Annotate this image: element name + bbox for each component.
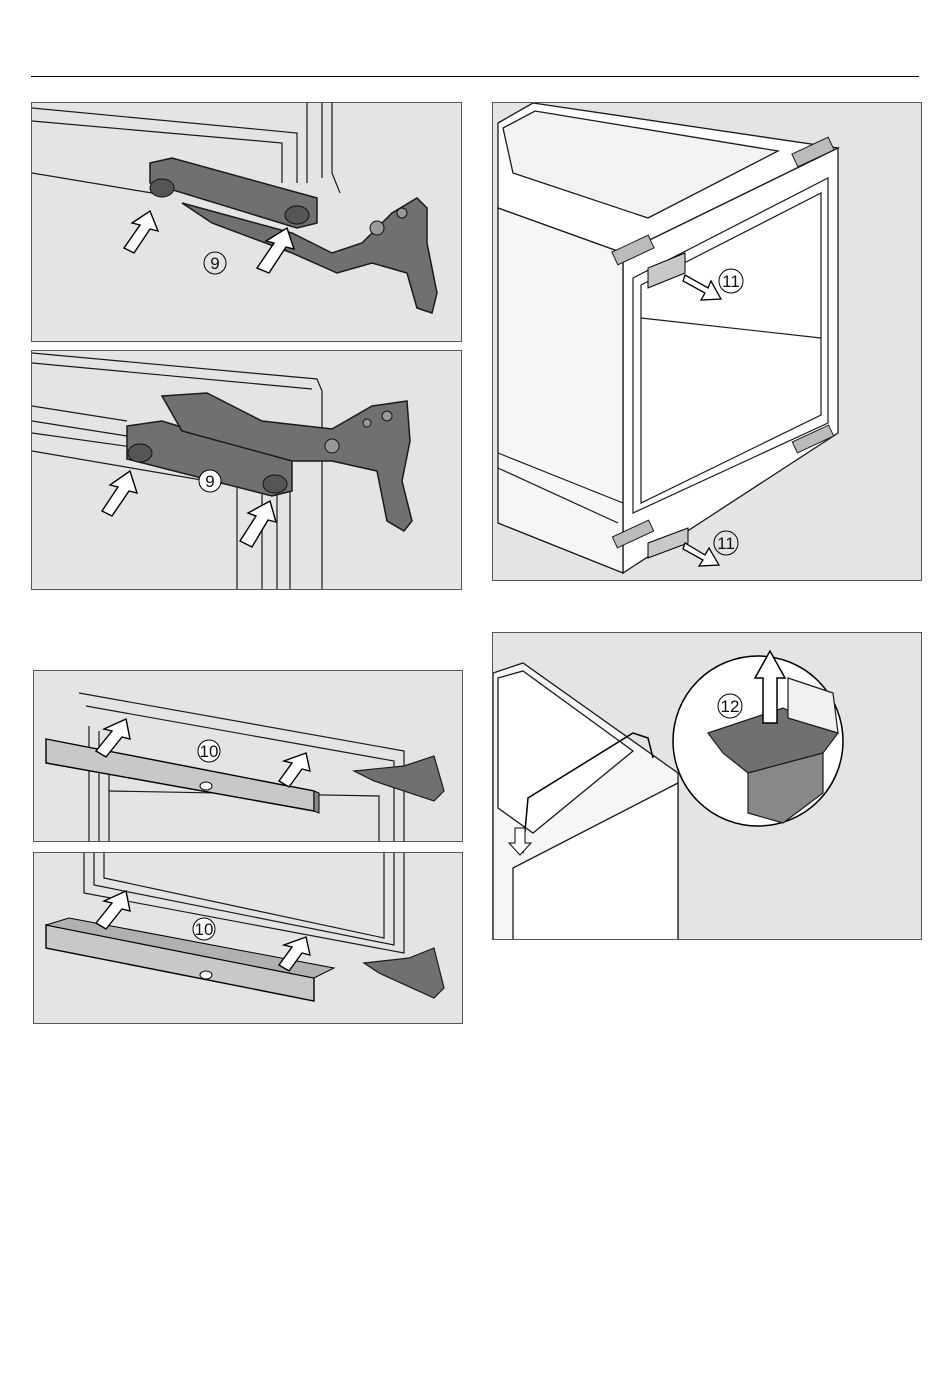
- hinge-illustration: 9: [32, 351, 462, 590]
- pull-arrow-bottom: [683, 543, 719, 566]
- figure-cabinet: 11 11: [492, 102, 922, 581]
- figure-trim-top: 10: [33, 670, 463, 842]
- push-arrow-left: [102, 471, 137, 516]
- callout-10: 10: [195, 920, 214, 939]
- figure-hinge-top: 9: [31, 102, 462, 342]
- header-rule: [31, 76, 919, 77]
- push-arrow-left: [124, 211, 158, 253]
- figure-hinge-bottom: 9: [31, 350, 462, 590]
- figure-bracket-detail: 12: [492, 632, 922, 940]
- callout-11-bottom: 11: [717, 534, 735, 553]
- cabinet-illustration: 11 11: [493, 103, 922, 581]
- callout-9: 9: [210, 254, 219, 273]
- trim-strip: [46, 739, 314, 811]
- trim-illustration: 10: [34, 853, 463, 1024]
- push-arrow-right: [279, 753, 310, 787]
- trim-illustration: 10: [34, 671, 463, 842]
- callout-9: 9: [205, 472, 214, 491]
- callout-11-top: 11: [722, 272, 740, 291]
- push-arrow-right: [240, 501, 276, 547]
- callout-12: 12: [721, 697, 740, 716]
- figure-trim-bottom: 10: [33, 852, 463, 1024]
- callout-10: 10: [200, 742, 219, 761]
- hinge-illustration: 9: [32, 103, 462, 342]
- bracket-illustration: 12: [493, 633, 922, 940]
